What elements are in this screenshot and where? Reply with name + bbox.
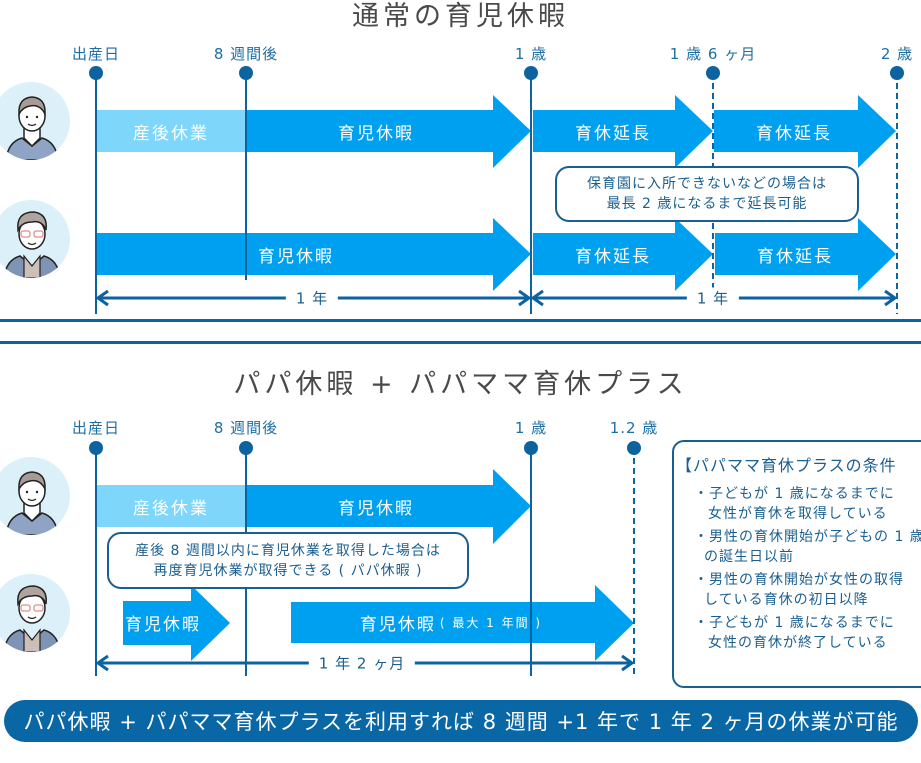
condition-item-2-line2: の誕生日以前 xyxy=(704,549,794,565)
callout-extension-line1: 保育園に入所できないなどの場合は xyxy=(587,176,827,192)
milestone-label-1-2years: 1.2 歳 xyxy=(609,419,659,437)
milestone-label-1year-plus: 1 歳 xyxy=(514,419,548,437)
span-label-1year-2months: 1 年 2 ヶ月 xyxy=(308,652,416,674)
milestone-dot-8weeks-plus xyxy=(239,441,253,455)
bar-label-papa-leave-max-main: 育児休暇 xyxy=(359,615,436,635)
bar-postpartum-leave-normal xyxy=(96,110,246,152)
arrow-extension-2-father xyxy=(715,218,896,291)
arrow-papa-leave-max-1year xyxy=(291,585,634,661)
callout-papa-leave-line2: 再度育児休業が取得できる ( パパ休暇 ) xyxy=(153,562,423,579)
milestone-label-8weeks-plus: 8 週間後 xyxy=(213,419,279,437)
bar-label-childcare-mother-normal: 育児休暇 xyxy=(338,123,414,144)
condition-item-1-line1: ・子どもが 1 歳になるまでに xyxy=(694,486,895,502)
arrow-childcare-leave-mother-plus xyxy=(246,469,531,544)
arrow-extension-1-mother xyxy=(533,95,713,168)
father-avatar-icon xyxy=(0,574,70,652)
bar-label-extension-1-father: 育休延長 xyxy=(575,246,651,267)
bar-label-postpartum-normal: 産後休業 xyxy=(133,123,209,144)
condition-item-4-line2: 女性の育休が終了している xyxy=(708,635,888,651)
milestone-label-8weeks: 8 週間後 xyxy=(213,45,279,63)
condition-item-3-line1: ・男性の育休開始が女性の取得 xyxy=(694,572,904,588)
milestone-label-1year: 1 歳 xyxy=(514,45,548,63)
section-divider-2 xyxy=(0,341,921,344)
span-label-second-year: 1 年 xyxy=(686,287,740,309)
condition-item: ・子どもが 1 歳になるまでに 女性の育休が終了している xyxy=(694,613,921,653)
bar-label-postpartum-plus: 産後休業 xyxy=(133,498,209,519)
bar-label-extension-1-mother: 育休延長 xyxy=(575,123,651,144)
arrow-extension-1-father xyxy=(533,218,713,291)
bar-label-papa-leave: 育児休暇 xyxy=(125,614,201,635)
callout-extension-note: 保育園に入所できないなどの場合は 最長 2 歳になるまで延長可能 xyxy=(555,166,859,222)
condition-item: ・子どもが 1 歳になるまでに 女性が育休を取得している xyxy=(694,484,921,524)
bar-label-childcare-father-normal: 育児休暇 xyxy=(258,246,334,267)
milestone-dot-1year xyxy=(524,66,538,80)
callout-papa-leave-note: 産後 8 週間以内に育児休業を取得した場合は 再度育児休業が取得できる ( パパ… xyxy=(107,532,469,589)
callout-papa-leave-line1: 産後 8 週間以内に育児休業を取得した場合は xyxy=(135,542,441,559)
milestone-dot-18months xyxy=(706,66,720,80)
span-label-first-year: 1 年 xyxy=(285,287,339,309)
section-title-plus: パパ休暇 + パパママ育休プラス xyxy=(233,369,688,400)
arrow-papa-leave xyxy=(123,585,230,661)
section-divider-1 xyxy=(0,319,921,322)
milestone-label-birth: 出産日 xyxy=(71,45,121,63)
callout-extension-line2: 最長 2 歳になるまで延長可能 xyxy=(606,196,808,212)
condition-item-2-line1: ・男性の育休開始が子どもの 1 歳 xyxy=(694,529,921,545)
milestone-label-18months: 1 歳 6 ヶ月 xyxy=(669,45,757,63)
condition-item: ・男性の育休開始が子どもの 1 歳 の誕生日以前 xyxy=(694,527,921,567)
bar-postpartum-leave-plus xyxy=(96,485,246,527)
milestone-label-birth-plus: 出産日 xyxy=(71,419,121,437)
milestone-dot-1year-plus xyxy=(524,441,538,455)
milestone-dot-1-2years xyxy=(627,441,641,455)
bar-label-papa-leave-max: 育児休暇 ( 最大 1 年間 ) xyxy=(291,602,611,643)
condition-item-3-line2: している育休の初日以降 xyxy=(704,592,869,608)
arrow-childcare-leave-father-normal xyxy=(96,218,531,291)
mother-avatar-icon xyxy=(0,457,70,535)
conditions-title: 【パパママ育休プラスの条件 xyxy=(676,456,897,475)
arrow-extension-2-mother xyxy=(714,95,896,168)
bar-label-childcare-mother-plus: 育児休暇 xyxy=(338,498,414,519)
mother-avatar-icon xyxy=(0,82,70,160)
bar-label-papa-leave-max-note: ( 最大 1 年間 ) xyxy=(439,616,543,630)
milestone-dot-birth xyxy=(89,66,103,80)
milestone-dot-8weeks xyxy=(239,66,253,80)
milestone-label-2years: 2 歳 xyxy=(880,45,914,63)
section-title-normal: 通常の育児休暇 xyxy=(352,1,569,32)
condition-item: ・男性の育休開始が女性の取得 している育休の初日以降 xyxy=(694,570,921,610)
summary-banner: パパ休暇 + パパママ育休プラスを利用すれば 8 週間 +1 年で 1 年 2 … xyxy=(4,700,918,742)
condition-item-1-line2: 女性が育休を取得している xyxy=(708,506,888,522)
arrow-childcare-leave-mother-normal xyxy=(246,95,531,168)
bar-label-extension-2-mother: 育休延長 xyxy=(756,123,832,144)
father-avatar-icon xyxy=(0,200,70,278)
bar-label-extension-2-father: 育休延長 xyxy=(757,246,833,267)
conditions-box: 【パパママ育休プラスの条件 ・子どもが 1 歳になるまでに 女性が育休を取得して… xyxy=(672,440,921,688)
condition-item-4-line1: ・子どもが 1 歳になるまでに xyxy=(694,615,895,631)
milestone-dot-2years xyxy=(890,66,904,80)
milestone-dot-birth-plus xyxy=(89,441,103,455)
